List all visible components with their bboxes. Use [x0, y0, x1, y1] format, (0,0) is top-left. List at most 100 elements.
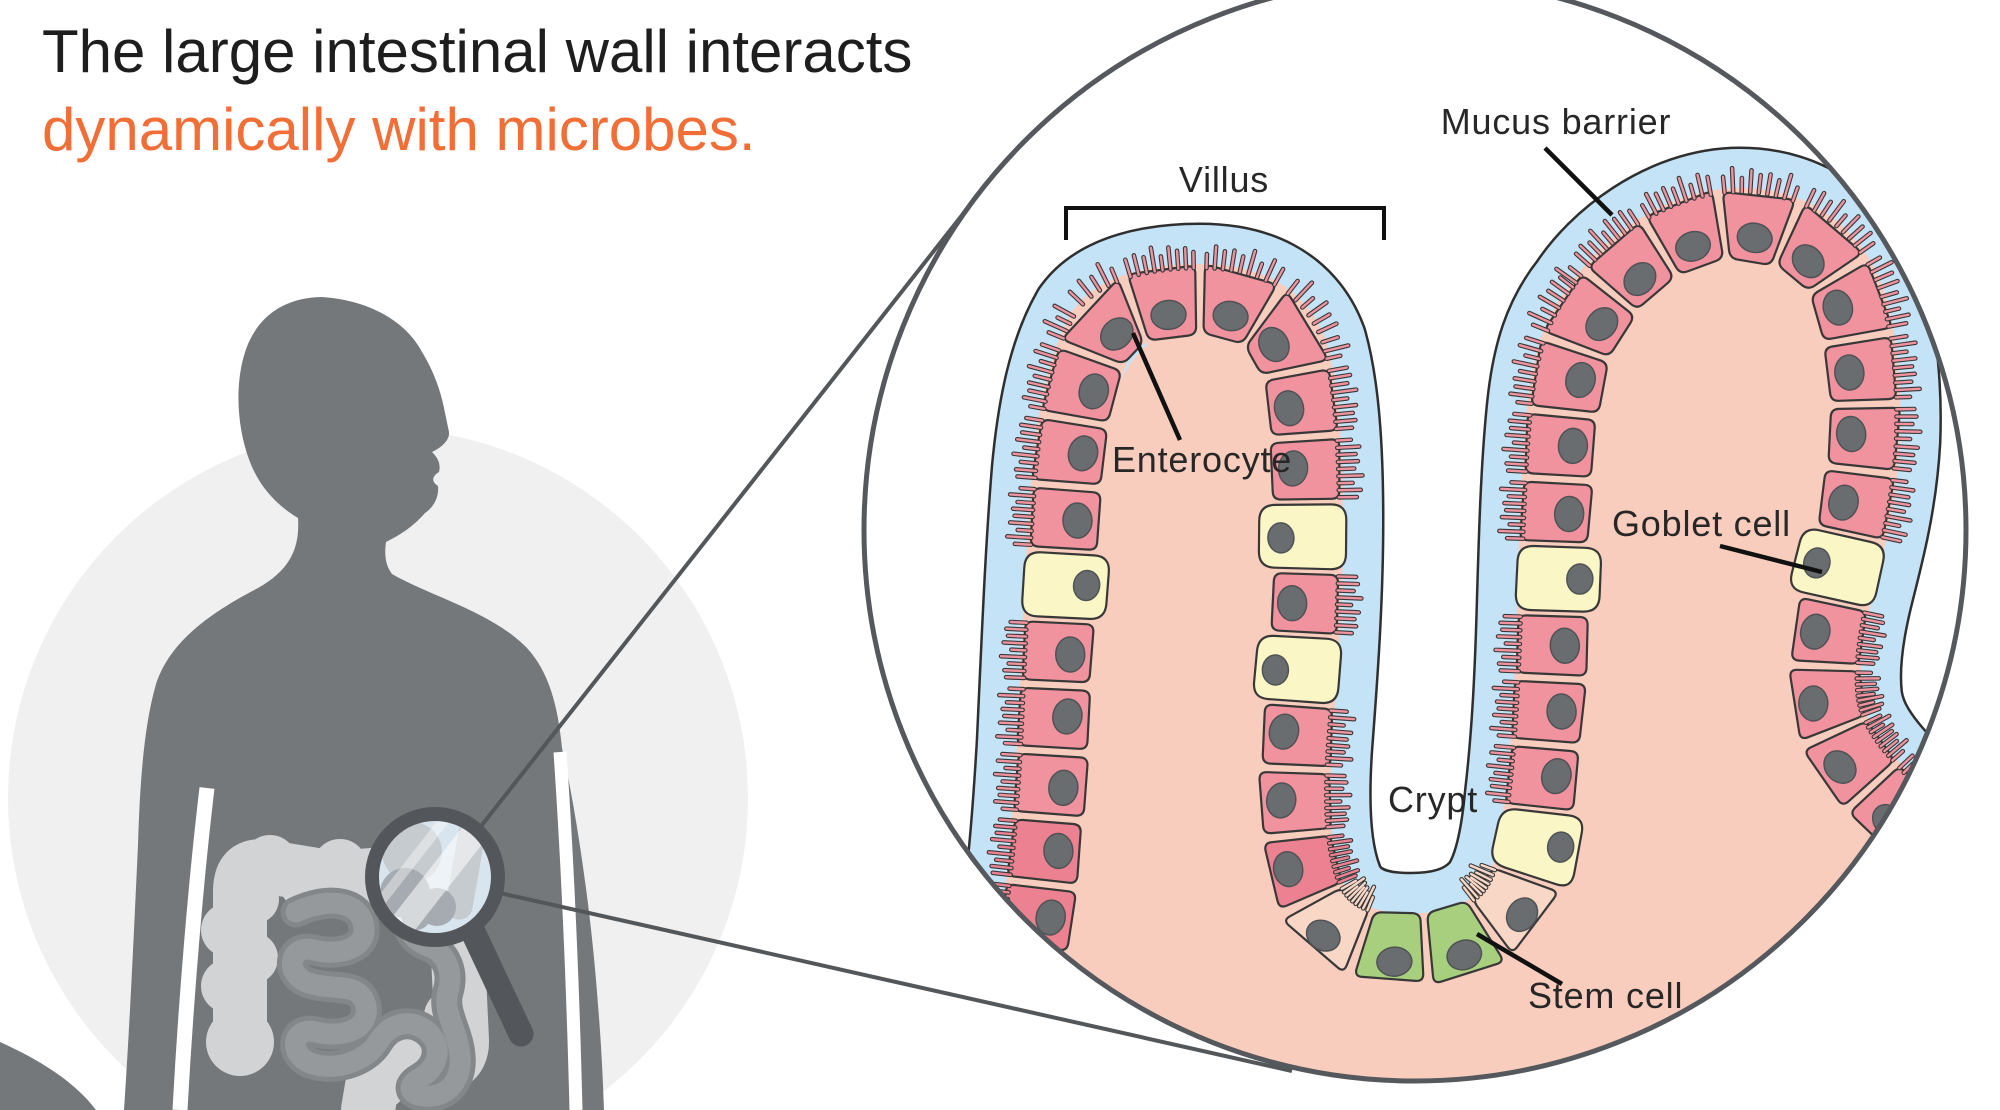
microvilli	[1123, 245, 1196, 280]
epithelial-cell-pink	[1265, 365, 1359, 436]
cell-nucleus	[1827, 484, 1859, 521]
microvilli	[1493, 613, 1524, 674]
microvilli	[1004, 485, 1037, 548]
microvilli	[1573, 208, 1641, 269]
microvilli	[1326, 833, 1361, 885]
microvilli	[1459, 862, 1498, 903]
cell-nucleus	[1505, 897, 1539, 933]
microvilli	[1888, 333, 1922, 400]
epithelial-cell-pink	[1261, 703, 1357, 768]
cell-nucleus	[1078, 373, 1110, 410]
cell-nucleus	[1799, 613, 1831, 650]
small-intestine	[276, 880, 476, 1110]
epithelial-cell-pink	[1246, 278, 1351, 374]
magnifying-glass	[365, 807, 534, 1047]
epithelial-cell-pink	[1493, 613, 1589, 677]
epithelial-cell-pink	[1484, 743, 1579, 811]
left-forearm	[0, 1042, 96, 1110]
microvilli	[1333, 574, 1364, 636]
epithelial-cell-pink	[1818, 470, 1916, 544]
epithelial-cell-pink	[1573, 208, 1673, 308]
microvilli	[1285, 278, 1351, 361]
microvilli	[1640, 172, 1714, 220]
cell-nucleus	[1067, 435, 1099, 472]
cell-nucleus	[1276, 584, 1308, 622]
title-line-2: dynamically with microbes.	[42, 96, 756, 163]
intestinal-wall-tissue	[866, 165, 1964, 1079]
epithelial-cell-pink	[1004, 485, 1102, 551]
cell-nucleus	[1265, 782, 1297, 819]
cell-nucleus	[1099, 317, 1134, 351]
epithelial-cell-pink	[1791, 597, 1887, 666]
microvilli	[998, 619, 1029, 681]
epithelial-cell-pink	[1789, 668, 1885, 740]
cell-nucleus	[1565, 361, 1596, 399]
epithelial-cell-goblet	[1252, 634, 1343, 705]
microvilli	[1854, 670, 1885, 718]
arm-gap-right	[553, 751, 583, 1110]
lens-highlight	[378, 820, 464, 934]
epithelial-cell-pink	[1805, 713, 1909, 805]
epithelial-cell-pink	[1123, 245, 1198, 341]
epithelial-cell-stem	[1426, 901, 1503, 984]
title-line-1: The large intestinal wall interacts	[42, 18, 912, 85]
microvilli	[986, 817, 1019, 878]
cell-nucleus	[1822, 289, 1854, 326]
microvilli	[1334, 437, 1365, 500]
microvilli	[1489, 679, 1521, 739]
villus-bracket	[1064, 206, 1386, 240]
epithelial-cell-pink	[1270, 572, 1364, 636]
epithelial-cell-pink	[1269, 437, 1365, 501]
microvilli	[1803, 187, 1876, 255]
microvilli	[1527, 265, 1584, 334]
cell-nucleus	[1446, 939, 1483, 971]
epithelial-cell-pink	[986, 817, 1082, 884]
cell-nucleus	[1150, 299, 1187, 331]
epithelial-cell-pink	[1258, 771, 1353, 835]
epithelial-cell-pink	[1497, 479, 1593, 544]
cell-nucleus	[1835, 415, 1867, 453]
microvilli	[1324, 708, 1357, 768]
microvilli	[1326, 365, 1359, 432]
cell-nucleus	[1675, 230, 1712, 262]
cell-nucleus	[1305, 919, 1341, 952]
epithelial-cell-goblet	[1491, 808, 1584, 887]
epithelial-cell-pink	[1827, 406, 1923, 473]
cell-nucleus	[1798, 685, 1829, 722]
epithelial-cell-pink	[1778, 187, 1876, 289]
cell-nucleus	[1834, 354, 1865, 391]
cell-nucleus	[1376, 946, 1413, 977]
microvilli	[967, 944, 1003, 1006]
epithelial-cell-pink	[995, 686, 1091, 750]
zoom-line-lower	[499, 891, 1293, 1073]
epithelial-cell-goblet	[1021, 551, 1110, 621]
cell-nucleus	[1024, 965, 1056, 1002]
cell-nucleus	[1277, 450, 1309, 487]
cell-nucleus	[1072, 569, 1101, 602]
cell-nucleus	[1268, 713, 1300, 750]
epithelial-cells	[967, 165, 1951, 1018]
microvilli	[1720, 165, 1800, 204]
cell-nucleus	[1585, 307, 1619, 342]
cell-nucleus	[1540, 758, 1572, 795]
epithelial-cell-pink	[1527, 265, 1634, 356]
magnifier-handle	[461, 921, 534, 1047]
cell-nucleus	[1791, 244, 1825, 279]
epithelial-cell-pink	[1824, 333, 1922, 402]
epithelial-cell-pink	[1021, 342, 1121, 422]
cell-nucleus	[1272, 851, 1304, 888]
epithelial-cell-pink	[1202, 244, 1286, 344]
epithelial-cell-pink	[1811, 255, 1911, 340]
epithelial-cell-goblet	[1257, 503, 1348, 571]
lens-colon-blob	[382, 822, 442, 882]
cell-nucleus	[1048, 769, 1079, 807]
epithelial-cell-pale	[1285, 876, 1377, 971]
cell-nucleus	[1035, 899, 1067, 936]
microvilli	[1484, 743, 1517, 805]
cell-nucleus	[1623, 261, 1657, 297]
label-stem-cell: Stem cell	[1528, 975, 1683, 1016]
cell-nucleus	[1546, 831, 1575, 863]
microvilli	[1880, 477, 1916, 544]
cell-nucleus	[1823, 750, 1857, 784]
